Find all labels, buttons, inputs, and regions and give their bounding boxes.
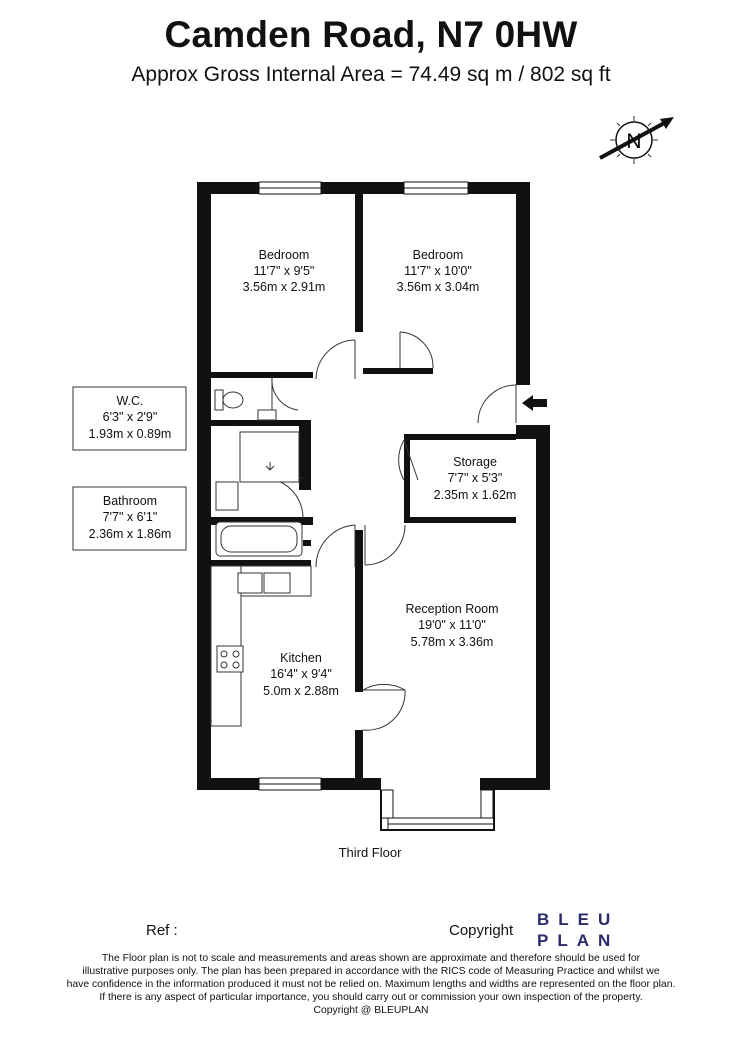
logo-line2: PLAN <box>537 931 620 950</box>
bedroom1-name: Bedroom <box>259 248 310 262</box>
ref-label: Ref : <box>146 922 178 939</box>
storage-metric: 2.35m x 1.62m <box>434 488 517 502</box>
reception-metric: 5.78m x 3.36m <box>411 635 494 649</box>
compass-label: N <box>626 130 641 153</box>
bathroom-name: Bathroom <box>103 494 157 508</box>
north-arrow-icon: N <box>599 116 674 164</box>
bleuplan-logo: BLEU PLAN <box>537 909 619 951</box>
wc-basin <box>257 409 277 421</box>
floor-label: Third Floor <box>338 845 402 860</box>
kitchen-imperial: 16'4" x 9'4" <box>270 667 332 681</box>
wc-label-box <box>72 386 187 451</box>
storage-imperial: 7'7" x 5'3" <box>448 471 503 485</box>
wc-metric: 1.93m x 0.89m <box>89 427 172 441</box>
windows <box>258 181 495 831</box>
entrance-arrow-icon <box>522 395 547 411</box>
disclaimer: The Floor plan is not to scale and measu… <box>40 952 702 1017</box>
bedroom2-metric: 3.56m x 3.04m <box>397 280 480 294</box>
disclaimer-line: If there is any aspect of particular imp… <box>99 992 643 1003</box>
fixtures <box>210 389 312 727</box>
bedroom1-metric: 3.56m x 2.91m <box>243 280 326 294</box>
disclaimer-copyright: Copyright @ BLEUPLAN <box>313 1005 429 1016</box>
bathroom-metric: 2.36m x 1.86m <box>89 527 172 541</box>
copyright-label: Copyright <box>449 922 514 939</box>
wc-imperial: 6'3" x 2'9" <box>103 410 158 424</box>
disclaimer-line: illustrative purposes only. The plan has… <box>82 966 660 977</box>
bathroom-label-box <box>72 486 187 551</box>
kitchen-name: Kitchen <box>280 651 322 665</box>
shower-tray-icon <box>239 431 300 483</box>
bedroom1-imperial: 11'7" x 9'5" <box>254 264 315 278</box>
reception-imperial: 19'0" x 11'0" <box>418 618 486 632</box>
bedroom2-name: Bedroom <box>413 248 464 262</box>
door-swings <box>261 331 517 731</box>
disclaimer-line: have confidence in the information produ… <box>66 979 676 990</box>
reception-name: Reception Room <box>405 602 498 616</box>
bathroom-basin <box>215 481 239 511</box>
page-title: Camden Road, N7 0HW <box>164 14 578 55</box>
logo-line1: BLEU <box>537 910 620 929</box>
walls <box>197 182 550 790</box>
sink-icon <box>237 572 263 594</box>
bathroom-imperial: 7'7" x 6'1" <box>103 510 158 524</box>
hob-icon <box>216 645 244 673</box>
gross-area-subtitle: Approx Gross Internal Area = 74.49 sq m … <box>131 63 611 86</box>
disclaimer-line: The Floor plan is not to scale and measu… <box>101 953 641 964</box>
toilet-icon <box>222 391 244 409</box>
wc-name: W.C. <box>116 394 143 408</box>
storage-name: Storage <box>453 455 497 469</box>
kitchen-metric: 5.0m x 2.88m <box>263 684 339 698</box>
wc-cistern <box>214 389 224 411</box>
bedroom2-imperial: 11'7" x 10'0" <box>404 264 472 278</box>
